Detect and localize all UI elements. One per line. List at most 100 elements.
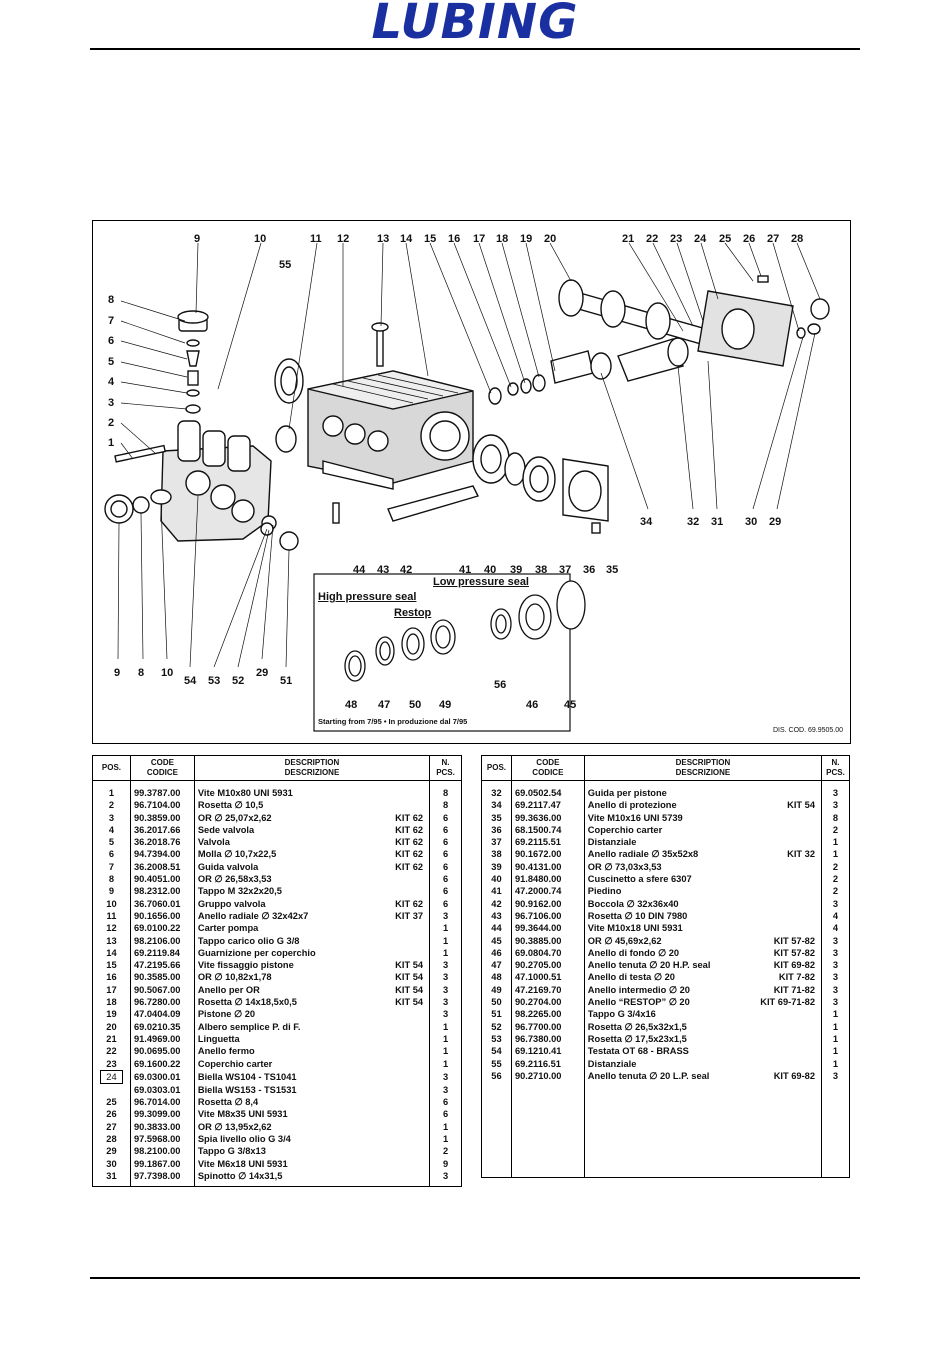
callout-label: 50 xyxy=(409,699,422,711)
cell-description: Linguetta xyxy=(193,1032,431,1046)
kit-label: KIT 62 xyxy=(395,849,424,860)
callout-label: 9 xyxy=(114,667,121,679)
filler-cell xyxy=(429,1182,462,1188)
cell-description: Rosetta ∅ 14x18,5x0,5 KIT 54 xyxy=(193,996,431,1009)
cell-pcs: 1 xyxy=(429,934,462,947)
cell-description: Rosetta ∅ 8,4 xyxy=(193,1096,431,1109)
callout-label: 53 xyxy=(208,675,221,687)
description-text: Tappo carico olio G 3/8 xyxy=(197,935,300,946)
cell-pos: 13 xyxy=(92,934,131,947)
callout-label: 45 xyxy=(564,699,577,711)
header-pcs: N.PCS. xyxy=(429,755,462,781)
description-text: Tappo G 3/8x13 xyxy=(197,1146,266,1157)
description-text: Molla ∅ 10,7x22,5 xyxy=(197,849,277,860)
description-text: Anello tenuta ∅ 20 L.P. seal xyxy=(587,1070,710,1081)
cell-code: 47.2000.74 xyxy=(510,885,585,898)
description-text: Carter pompa xyxy=(197,923,259,934)
description-text: OR ∅ 26,58x3,53 xyxy=(197,874,272,885)
description-text: Guida per pistone xyxy=(587,788,667,798)
cell-pcs: 1 xyxy=(821,1045,850,1058)
description-text: Anello “RESTOP” ∅ 20 xyxy=(587,997,690,1008)
cell-code: 98.2106.00 xyxy=(129,934,195,947)
cell-description: Vite M10x16 UNI 5739 xyxy=(583,811,823,824)
callout-label: 14 xyxy=(400,233,413,245)
description-text: OR ∅ 45,69x2,62 xyxy=(587,935,662,946)
cell-pcs: 3 xyxy=(821,897,850,910)
callout-label: 44 xyxy=(353,564,366,576)
cell-pos: 31 xyxy=(92,1169,131,1183)
cell-pos: 47 xyxy=(481,959,512,972)
cell-pos: 51 xyxy=(481,1008,512,1021)
cell-pos: 50 xyxy=(481,996,512,1009)
cell-pcs: 1 xyxy=(429,1120,462,1134)
cell-code: 98.2100.00 xyxy=(129,1145,195,1158)
table-filler-row xyxy=(92,1182,462,1188)
cell-pos: 26 xyxy=(92,1108,131,1121)
description-text: Anello radiale ∅ 32x42x7 xyxy=(197,910,309,921)
filler-cell xyxy=(129,1182,195,1188)
callout-label: 56 xyxy=(494,679,507,691)
cell-description: Tappo carico olio G 3/8 xyxy=(193,934,431,947)
callout-label: 32 xyxy=(687,516,700,528)
cell-pos: 15 xyxy=(92,959,131,972)
callout-label: 1 xyxy=(108,437,115,449)
description-text: Rosetta ∅ 8,4 xyxy=(197,1097,259,1108)
cell-pcs: 3 xyxy=(429,1169,462,1183)
cell-pcs: 1 xyxy=(429,1057,462,1070)
kit-label: KIT 54 xyxy=(395,960,424,971)
cell-pcs: 8 xyxy=(429,799,462,812)
cell-pos: 7 xyxy=(92,860,131,874)
description-text: Rosetta ∅ 14x18,5x0,5 xyxy=(197,997,297,1008)
cell-code: 96.7106.00 xyxy=(510,909,585,923)
cell-pos: 36 xyxy=(481,823,512,837)
kit-label: KIT 62 xyxy=(395,824,424,835)
cell-pcs: 3 xyxy=(821,780,850,800)
filler-cell xyxy=(821,1082,850,1179)
cell-pos: 18 xyxy=(92,996,131,1009)
kit-label: KIT 54 xyxy=(395,997,424,1008)
cell-pcs: 3 xyxy=(821,1069,850,1083)
cell-pos: 14 xyxy=(92,946,131,960)
callout-label: 24 xyxy=(694,233,707,245)
description-text: Sede valvola xyxy=(197,824,255,835)
cell-description: Carter pompa xyxy=(193,922,431,935)
cell-pos: 43 xyxy=(481,909,512,923)
callout-label: 21 xyxy=(622,233,635,245)
cell-pcs: 1 xyxy=(821,1008,850,1021)
cell-pos: 24 xyxy=(92,1069,131,1084)
cell-description: Vite M10x80 UNI 5931 xyxy=(193,780,431,800)
cell-pcs: 3 xyxy=(821,996,850,1009)
kit-label: KIT 69-71-82 xyxy=(760,997,816,1008)
cell-pcs: 1 xyxy=(821,836,850,849)
kit-label: KIT 32 xyxy=(787,849,816,860)
cell-pos: 44 xyxy=(481,922,512,935)
cell-code: 36.7060.01 xyxy=(129,897,195,910)
cell-code: 69.2116.51 xyxy=(510,1057,585,1070)
description-text: Boccola ∅ 32x36x40 xyxy=(587,898,679,909)
callout-label: 30 xyxy=(745,516,758,528)
callout-label: 10 xyxy=(161,667,174,679)
kit-label: KIT 62 xyxy=(395,837,424,848)
cell-pcs: 3 xyxy=(821,934,850,947)
callout-label: 43 xyxy=(377,564,390,576)
cell-pos: 11 xyxy=(92,909,131,923)
cell-pcs: 2 xyxy=(821,823,850,837)
callout-label: 10 xyxy=(254,233,267,245)
inset-low-pressure-title: Low pressure seal xyxy=(433,576,529,588)
